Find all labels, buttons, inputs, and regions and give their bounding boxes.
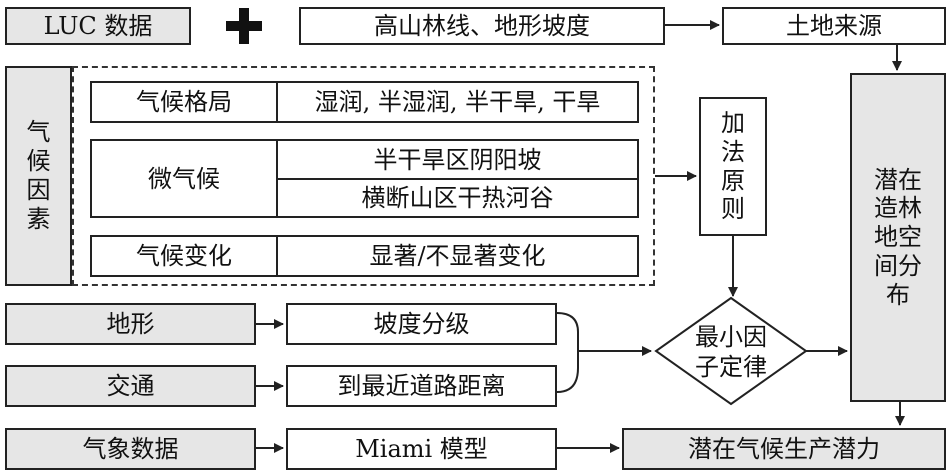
microclimate-label: 微气候 <box>148 164 220 193</box>
additive-rule-char: 加 <box>721 108 745 137</box>
treeline-slope-label: 高山林线、地形坡度 <box>374 12 590 40</box>
climate-change-value: 显著/不显著变化 <box>369 242 546 270</box>
slope-class-box: 坡度分级 <box>286 303 557 345</box>
potential-distribution-line: 地空 <box>874 223 922 252</box>
min-factor-line: 最小因 <box>695 323 767 351</box>
brace-terrain-traffic <box>556 312 579 393</box>
microclimate-value-2: 横断山区干热河谷 <box>361 184 554 212</box>
climate-factors-char: 素 <box>26 204 51 233</box>
traffic-label: 交通 <box>106 372 155 400</box>
climate-factors-char: 气 <box>26 118 51 147</box>
road-distance-box: 到最近道路距离 <box>286 365 557 407</box>
terrain-label: 地形 <box>106 310 155 338</box>
microclimate-label-box: 微气候 <box>90 139 278 218</box>
luc-data-box: LUC 数据 <box>5 7 191 45</box>
climate-pattern-label: 气候格局 <box>136 88 232 116</box>
climate-change-label-box: 气候变化 <box>90 235 278 277</box>
weather-data-label: 气象数据 <box>82 435 179 463</box>
climate-pattern-value-box: 湿润, 半湿润, 半干旱, 干旱 <box>276 81 639 123</box>
luc-data-label: LUC 数据 <box>43 12 153 40</box>
min-factor-line: 子定律 <box>695 353 767 381</box>
weather-data-box: 气象数据 <box>5 428 256 470</box>
land-source-box: 土地来源 <box>722 7 946 45</box>
potential-productivity-label: 潜在气候生产潜力 <box>688 435 880 463</box>
slope-class-label: 坡度分级 <box>373 310 470 338</box>
additive-rule-char: 原 <box>721 166 745 195</box>
treeline-slope-box: 高山林线、地形坡度 <box>299 7 665 45</box>
traffic-box: 交通 <box>5 365 256 407</box>
miami-model-box: Miami 模型 <box>286 428 557 470</box>
additive-rule-box: 加 法 原 则 <box>699 97 767 236</box>
microclimate-value-1: 半干旱区阴阳坡 <box>373 145 542 174</box>
climate-group-frame <box>72 66 655 286</box>
climate-factors-box: 气 候 因 素 <box>5 66 72 286</box>
additive-rule-char: 则 <box>721 195 745 224</box>
plus-icon <box>226 8 262 44</box>
road-distance-label: 到最近道路距离 <box>337 372 506 400</box>
microclimate-value-bottom: 横断山区干热河谷 <box>276 178 639 218</box>
climate-factors-char: 因 <box>26 176 51 204</box>
additive-rule-char: 法 <box>721 137 745 166</box>
potential-distribution-line: 布 <box>886 280 910 309</box>
miami-model-label: Miami 模型 <box>355 435 488 463</box>
potential-productivity-box: 潜在气候生产潜力 <box>622 428 946 470</box>
climate-pattern-label-box: 气候格局 <box>90 81 278 123</box>
potential-distribution-line: 造林 <box>874 194 922 223</box>
climate-change-label: 气候变化 <box>136 242 232 270</box>
potential-distribution-box: 潜在 造林 地空 间分 布 <box>850 73 946 402</box>
potential-distribution-line: 潜在 <box>874 165 922 194</box>
terrain-box: 地形 <box>5 303 256 345</box>
land-source-label: 土地来源 <box>786 12 882 40</box>
min-factor-text: 最小因 子定律 <box>676 322 786 382</box>
potential-distribution-line: 间分 <box>874 251 922 280</box>
climate-pattern-value: 湿润, 半湿润, 半干旱, 干旱 <box>314 88 601 116</box>
microclimate-value-top: 半干旱区阴阳坡 <box>276 139 639 180</box>
climate-change-value-box: 显著/不显著变化 <box>276 235 639 277</box>
climate-factors-char: 候 <box>26 147 51 176</box>
